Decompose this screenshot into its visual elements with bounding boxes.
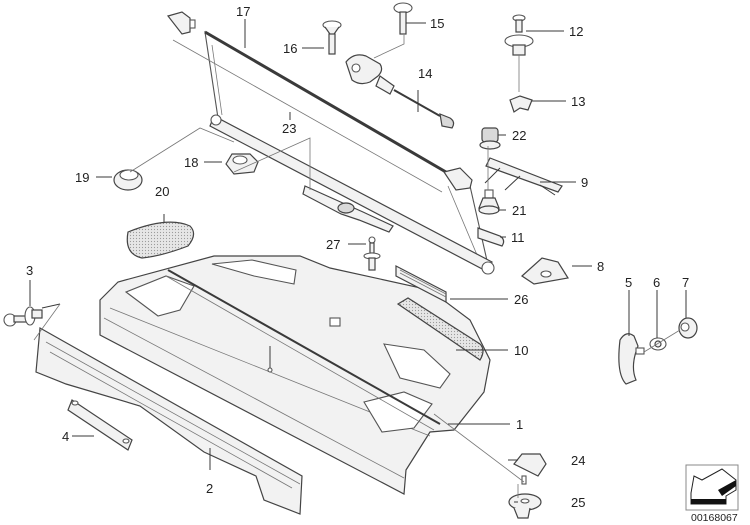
part-22-nut[interactable] <box>479 127 501 150</box>
part-24-cap[interactable] <box>513 453 547 485</box>
part-26-pad[interactable] <box>395 265 447 303</box>
callout-8[interactable]: 8 <box>597 259 604 274</box>
callout-26[interactable]: 26 <box>514 292 528 307</box>
drawing-number: 00168067 <box>691 512 738 524</box>
part-19-nut[interactable] <box>113 169 143 191</box>
part-3-clip[interactable] <box>3 306 43 327</box>
blind-end-cap[interactable] <box>166 11 196 35</box>
part-13-clip[interactable] <box>509 95 533 113</box>
callout-labels: 1 2 3 4 5 6 7 8 9 10 11 12 13 14 15 16 1… <box>26 4 689 510</box>
callout-14[interactable]: 14 <box>418 66 432 81</box>
leader-lines <box>29 19 687 503</box>
part-27-rivet[interactable] <box>363 236 381 271</box>
callout-12[interactable]: 12 <box>569 24 583 39</box>
callout-2[interactable]: 2 <box>206 481 213 496</box>
callout-18[interactable]: 18 <box>184 155 198 170</box>
callout-23[interactable]: 23 <box>282 121 296 136</box>
callout-27[interactable]: 27 <box>326 237 340 252</box>
part-21-grommet[interactable] <box>478 189 500 215</box>
callout-1[interactable]: 1 <box>516 417 523 432</box>
callout-19[interactable]: 19 <box>75 170 89 185</box>
part-20-cover[interactable] <box>126 221 195 259</box>
callout-24[interactable]: 24 <box>571 453 585 468</box>
callout-20[interactable]: 20 <box>155 184 169 199</box>
blind-guide[interactable] <box>443 167 473 191</box>
callout-5[interactable]: 5 <box>625 275 632 290</box>
callout-10[interactable]: 10 <box>514 343 528 358</box>
callout-25[interactable]: 25 <box>571 495 585 510</box>
callout-11[interactable]: 11 <box>511 230 525 245</box>
callout-7[interactable]: 7 <box>682 275 689 290</box>
part-18-nut[interactable] <box>225 153 259 175</box>
arrow-down-left-icon[interactable] <box>685 464 739 511</box>
part-12-expanding-rivet[interactable] <box>504 14 534 56</box>
callout-3[interactable]: 3 <box>26 263 33 278</box>
part-25-disk[interactable] <box>508 493 542 519</box>
part-4-plate[interactable] <box>67 399 133 451</box>
callout-9[interactable]: 9 <box>581 175 588 190</box>
part-1-parcel-shelf[interactable] <box>99 255 491 495</box>
part-7-cap[interactable] <box>678 317 698 339</box>
part-14-motor-cable[interactable] <box>345 54 455 129</box>
callout-13[interactable]: 13 <box>571 94 585 109</box>
part-8-bracket[interactable] <box>521 257 569 285</box>
callout-4[interactable]: 4 <box>62 429 69 444</box>
part-15-screw[interactable] <box>393 2 413 35</box>
part-2-trim-strip[interactable] <box>35 327 303 515</box>
callout-15[interactable]: 15 <box>430 16 444 31</box>
part-16-screw[interactable] <box>322 20 342 55</box>
part-5-cover[interactable] <box>618 333 645 385</box>
callout-16[interactable]: 16 <box>283 41 297 56</box>
callout-22[interactable]: 22 <box>512 128 526 143</box>
part-9-bracket[interactable] <box>484 157 563 196</box>
part-17-roller-blind[interactable] <box>204 30 495 275</box>
part-11-cover[interactable] <box>477 227 505 247</box>
callout-17[interactable]: 17 <box>236 4 250 19</box>
callout-21[interactable]: 21 <box>512 203 526 218</box>
callout-6[interactable]: 6 <box>653 275 660 290</box>
